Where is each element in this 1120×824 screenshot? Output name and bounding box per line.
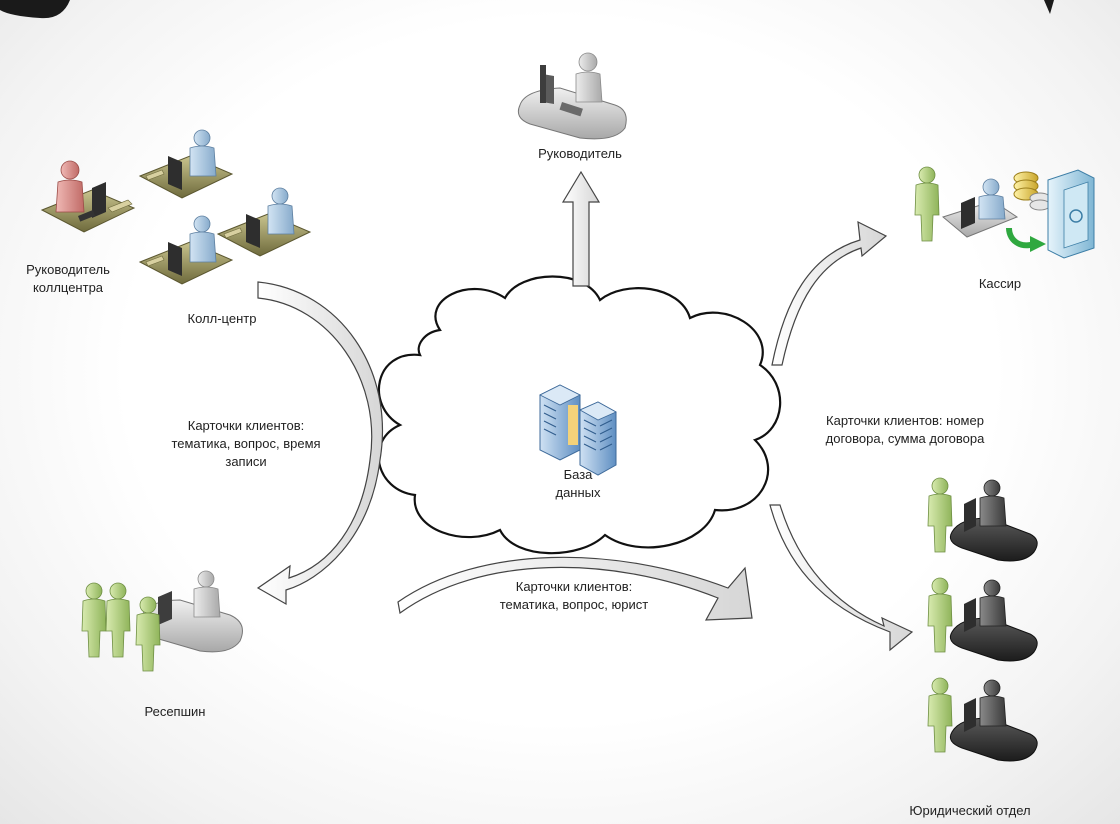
database-label-line1: База (563, 467, 593, 482)
flow-right-line1: Карточки клиентов: номер (826, 413, 984, 428)
callcenter-operator-1-icon (138, 129, 234, 199)
top-decoration (0, 0, 1054, 19)
database-label-line2: данных (555, 485, 601, 500)
arrow-to-legal (769, 504, 914, 652)
reception-label: Ресепшин (144, 704, 206, 719)
flow-bottom-line1: Карточки клиентов: (515, 579, 633, 594)
lawyer-workstation-3-icon (927, 677, 1038, 762)
flow-left-line3: записи (225, 454, 267, 469)
reception-workstation-icon (81, 570, 243, 672)
flow-left-label: Карточки клиентов: тематика, вопрос, вре… (146, 417, 346, 471)
database-label: База данных (528, 466, 628, 502)
callcenter-operator-2-icon (216, 187, 312, 257)
callcenter-label: Колл-центр (187, 311, 257, 326)
flow-left-line2: тематика, вопрос, время (171, 436, 321, 451)
callcenter-head-label-line1: Руководитель (26, 262, 110, 277)
cashier-workstation-icon (914, 166, 1019, 242)
arrow-callcenter-to-reception (256, 281, 384, 606)
coins-icon (1013, 171, 1051, 211)
flow-bottom-label: Карточки клиентов: тематика, вопрос, юри… (474, 578, 674, 614)
callcenter-head-workstation-icon (40, 160, 136, 233)
flow-right-line2: договора, сумма договора (825, 431, 985, 446)
legal-label: Юридический отдел (909, 803, 1031, 818)
callcenter-head-label-line2: коллцентра (32, 280, 104, 295)
lawyer-workstation-1-icon (927, 477, 1038, 562)
callcenter-operator-3-icon (138, 215, 234, 285)
database-server-icon (539, 384, 617, 476)
flow-right-label: Карточки клиентов: номер договора, сумма… (800, 412, 1010, 448)
green-transfer-arrow-icon (1006, 228, 1046, 252)
arrow-reception-to-legal (397, 556, 753, 621)
manager-label: Руководитель (538, 146, 622, 161)
callcenter-head-label: Руководитель коллцентра (8, 261, 128, 297)
flow-bottom-line2: тематика, вопрос, юрист (499, 597, 649, 612)
arrow-to-cashier (771, 220, 888, 366)
lawyer-workstation-2-icon (927, 577, 1038, 662)
safe-icon (1047, 169, 1095, 259)
flow-left-line1: Карточки клиентов: (187, 418, 305, 433)
cashier-label: Кассир (978, 276, 1022, 291)
manager-workstation-icon (517, 52, 627, 140)
arrow-to-manager (561, 170, 601, 287)
